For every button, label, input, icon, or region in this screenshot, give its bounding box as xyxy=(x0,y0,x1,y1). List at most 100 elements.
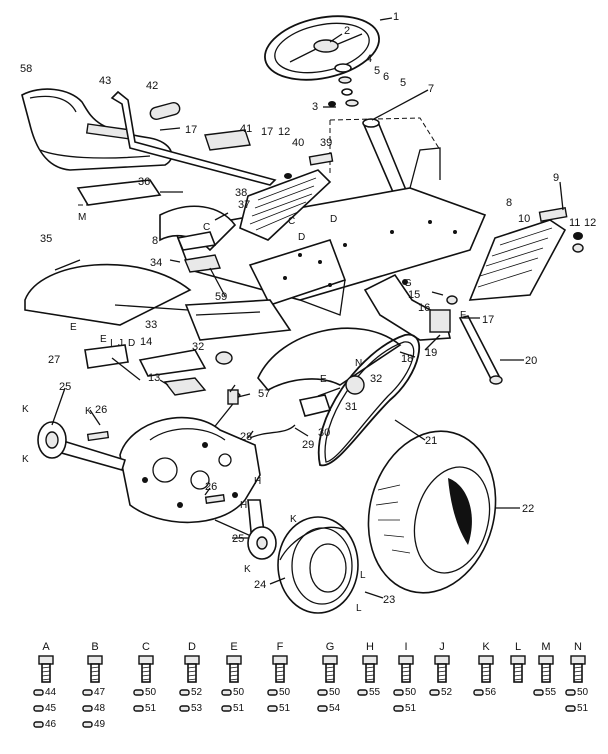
callout-25a: 25 xyxy=(59,381,71,393)
callout-8a: 8 xyxy=(152,235,158,247)
shift-linkage xyxy=(211,375,365,439)
callout-34: 34 xyxy=(150,257,162,269)
fastener-icon xyxy=(221,705,232,712)
letter-E2: E xyxy=(320,374,327,385)
callout-15: 15 xyxy=(408,289,420,301)
hardware-item: 47 xyxy=(94,687,106,698)
callout-57: 57 xyxy=(258,388,270,400)
fastener-icon xyxy=(82,689,93,696)
hardware-item: 45 xyxy=(45,703,57,714)
hardware-col-M: M55 xyxy=(533,641,557,698)
hardware-col-L: L xyxy=(510,641,526,683)
hardware-item: 50 xyxy=(405,687,417,698)
callout-9: 9 xyxy=(553,172,559,184)
callout-8b: 8 xyxy=(506,197,512,209)
bolt-icon xyxy=(226,655,242,683)
bolt-icon xyxy=(322,655,338,683)
hardware-item: 56 xyxy=(485,687,497,698)
fastener-icon xyxy=(133,705,144,712)
hardware-letter-D: D xyxy=(188,641,196,653)
steering-column xyxy=(362,118,410,200)
letter-K1: K xyxy=(22,404,29,415)
letter-D3: D xyxy=(128,338,135,349)
hardware-item: 50 xyxy=(329,687,341,698)
steering-wheel xyxy=(264,15,380,81)
callout-26b: 26 xyxy=(205,481,217,493)
fender-guard xyxy=(159,205,237,273)
fastener-icon xyxy=(82,721,93,728)
fastener-icon xyxy=(221,689,232,696)
callout-39: 39 xyxy=(320,137,332,149)
fastener-icon xyxy=(133,689,144,696)
callout-32a: 32 xyxy=(192,341,204,353)
hardware-letter-N: N xyxy=(574,641,582,653)
bolt-icon xyxy=(87,655,103,683)
hardware-letter-G: G xyxy=(326,641,335,653)
callout-23: 23 xyxy=(383,594,395,606)
hardware-letter-I: I xyxy=(404,641,407,653)
hardware-item: 44 xyxy=(45,687,57,698)
bolt-icon xyxy=(478,655,494,683)
letter-K2: K xyxy=(22,454,29,465)
fastener-icon xyxy=(533,689,544,696)
bolt-icon xyxy=(138,655,154,683)
seat-bracket xyxy=(76,179,162,206)
hardware-letter-L: L xyxy=(515,641,521,653)
hardware-item: 55 xyxy=(545,687,557,698)
drive-belt xyxy=(317,333,421,467)
hardware-letter-F: F xyxy=(277,641,284,653)
callout-4: 4 xyxy=(366,53,372,65)
steering-hub-parts xyxy=(328,63,359,107)
fastener-icon xyxy=(393,705,404,712)
part-callouts: 1 2 3 4 5 5 6 7 8 8 9 10 11 12 12 13 14 … xyxy=(20,11,596,606)
callout-41: 41 xyxy=(240,123,252,135)
hardware-item: 52 xyxy=(441,687,453,698)
callout-33: 33 xyxy=(145,319,157,331)
callout-18: 18 xyxy=(401,353,413,365)
letter-H1: H xyxy=(254,476,261,487)
handle-grip xyxy=(149,101,181,121)
callout-25b: 25 xyxy=(232,533,244,545)
hardware-letter-J: J xyxy=(439,641,445,653)
letter-K3: K xyxy=(85,406,92,417)
leader-lines xyxy=(51,17,564,599)
fastener-icon xyxy=(393,689,404,696)
tire xyxy=(367,430,497,594)
bolt-icon xyxy=(184,655,200,683)
hardware-item: 51 xyxy=(145,703,157,714)
callout-10: 10 xyxy=(518,213,530,225)
fastener-icon xyxy=(473,689,484,696)
fastener-icon xyxy=(565,705,576,712)
hardware-letter-H: H xyxy=(366,641,374,653)
letter-K5: K xyxy=(244,564,251,575)
left-foot-pedal xyxy=(239,169,332,241)
seat xyxy=(21,88,173,171)
callout-2: 2 xyxy=(344,25,350,37)
callout-43: 43 xyxy=(99,75,111,87)
hardware-item: 51 xyxy=(279,703,291,714)
callout-24: 24 xyxy=(254,579,266,591)
axle-keys xyxy=(86,430,226,505)
callout-58: 58 xyxy=(20,63,32,75)
wheel-rim xyxy=(277,516,359,614)
letter-I: I xyxy=(110,338,113,349)
seat-bar xyxy=(110,90,277,186)
hardware-item: 53 xyxy=(191,703,203,714)
callout-6: 6 xyxy=(383,71,389,83)
letter-D1: D xyxy=(298,232,305,243)
letter-L1: L xyxy=(360,570,366,581)
hardware-item: 50 xyxy=(233,687,245,698)
callout-13: 13 xyxy=(148,372,160,384)
callout-5a: 5 xyxy=(374,65,380,77)
left-fender xyxy=(24,263,192,326)
letter-D2: D xyxy=(330,214,337,225)
callout-35: 35 xyxy=(40,233,52,245)
hardware-item: 54 xyxy=(329,703,341,714)
hardware-item: 55 xyxy=(369,687,381,698)
hardware-letter-B: B xyxy=(91,641,98,653)
right-bracket xyxy=(363,273,452,341)
